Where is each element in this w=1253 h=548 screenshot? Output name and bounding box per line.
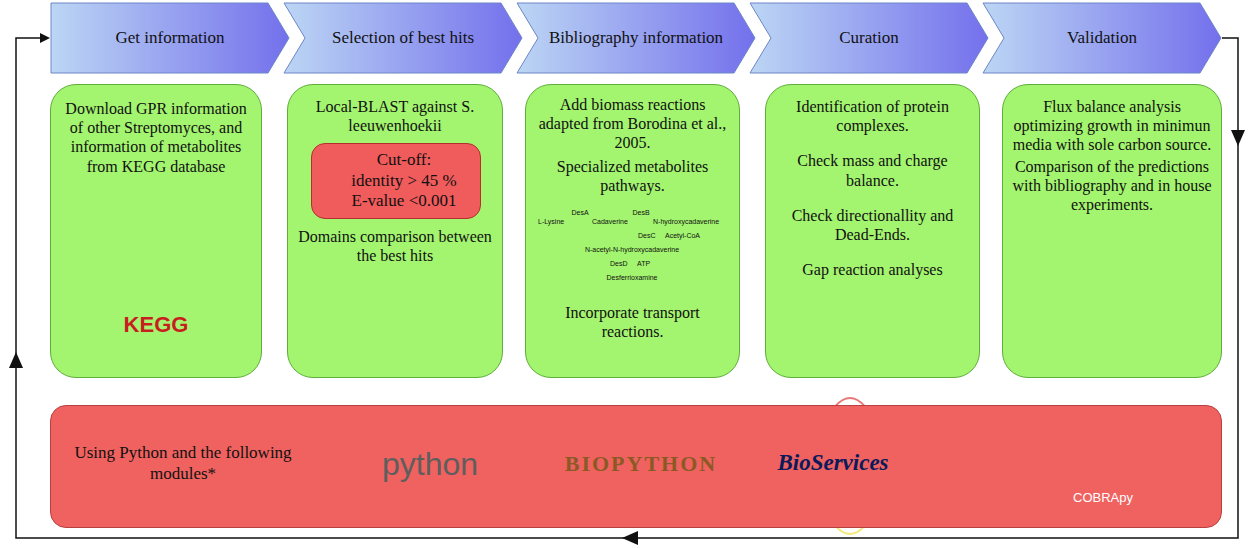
logo-text: BIOPYTHON (565, 451, 717, 477)
enzyme-text: DesB (632, 209, 649, 216)
cutoff-box: Cut-off:identity > 45 %E-value <0.001 (311, 143, 481, 218)
cutoff-text: E-value <0.001 (326, 191, 482, 211)
step-title: Validation (1043, 28, 1161, 48)
pathway-text: N-acetyl-N-hydroxycadaverine (585, 246, 679, 253)
step-chevron: Get information (50, 2, 290, 74)
pathway-text: Acetyl-CoA (665, 232, 700, 239)
step-chevron: Bibliography information (516, 2, 756, 74)
step-chevron: Validation (982, 2, 1222, 74)
step-title: Get information (91, 28, 248, 48)
box-text: Specialized metabolites pathways. (534, 157, 731, 195)
pathway-text: L-Lysine (538, 218, 564, 225)
box-text: Using Python and the following modules* (65, 442, 301, 485)
logo-text: python (382, 446, 478, 483)
box-text: Check directionallity and Dead-Ends. (774, 206, 971, 244)
box-text: Check mass and charge balance. (774, 151, 971, 189)
logo-text: COBRApy (1073, 490, 1133, 505)
pathway-text: N-hydroxycadaverine (653, 218, 719, 225)
box-text: Domains comparison between the best hits (296, 227, 494, 265)
box-text: Gap reaction analyses (774, 260, 971, 279)
loop-connector (9, 33, 1245, 545)
process-box: Local-BLAST against S. leeuwenhoekiiDoma… (287, 84, 503, 378)
logo-text: BioServices (777, 450, 888, 476)
box-text: Download GPR information of other Strept… (59, 99, 253, 176)
box-text: Add biomass reactions adapted from Borod… (534, 95, 731, 153)
box-text: Incorporate transport reactions. (534, 303, 731, 341)
step-title: Selection of best hits (308, 28, 498, 48)
process-box: Flux balance analysis optimizing growth … (1002, 84, 1222, 378)
pathway-text: Cadaverine (592, 218, 628, 225)
box-text: Flux balance analysis optimizing growth … (1011, 97, 1213, 155)
process-box: Add biomass reactions adapted from Borod… (525, 84, 740, 378)
enzyme-text: DesD (610, 260, 628, 267)
enzyme-text: DesA (571, 209, 588, 216)
step-chevron: Curation (749, 2, 989, 74)
pathway-text: Desferrioxamine (607, 274, 658, 281)
step-title: Bibliography information (525, 28, 747, 48)
box-text: Comparison of the predictions with bibli… (1011, 157, 1213, 215)
cutoff-text: Cut-off: (326, 150, 482, 170)
step-chevron: Selection of best hits (283, 2, 523, 74)
logo-text: KEGG (124, 312, 189, 338)
enzyme-text: DesC (638, 232, 656, 239)
process-box: Identification of protein complexes. Chec… (765, 84, 980, 378)
box-text: Identification of protein complexes. (774, 97, 971, 135)
box-text: Local-BLAST against S. leeuwenhoekii (296, 97, 494, 135)
step-title: Curation (815, 28, 923, 48)
cutoff-text: identity > 45 % (326, 171, 482, 191)
pathway-text: ATP (637, 260, 650, 267)
